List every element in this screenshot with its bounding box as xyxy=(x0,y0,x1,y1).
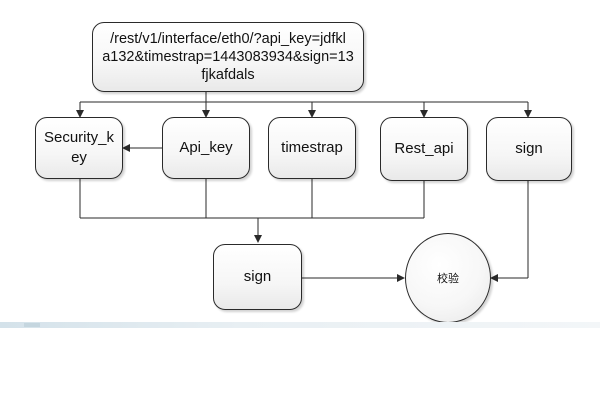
timestrap-label: timestrap xyxy=(281,139,343,156)
verify-node: 校验 xyxy=(405,233,491,323)
security-key-node: Security_k ey xyxy=(35,117,123,179)
url-node: /rest/v1/interface/eth0/?api_key=jdfkl a… xyxy=(92,22,364,92)
sign-bottom-label: sign xyxy=(243,268,272,285)
api-key-node: Api_key xyxy=(162,117,250,179)
api-key-label: Api_key xyxy=(179,139,233,156)
sign-top-node: sign xyxy=(486,117,572,181)
bottom-strip xyxy=(0,322,600,328)
verify-label: 校验 xyxy=(437,272,459,285)
timestrap-node: timestrap xyxy=(268,117,356,179)
rest-api-label: Rest_api xyxy=(394,140,454,157)
sign-top-label: sign xyxy=(515,140,543,157)
rest-api-node: Rest_api xyxy=(380,117,468,181)
sign-bottom-node: sign xyxy=(213,244,302,310)
url-line-2: a132&timestrap=1443083934&sign=13 xyxy=(102,49,354,65)
bottom-strip-tick xyxy=(24,323,40,327)
url-line-3: fjkafdals xyxy=(201,67,255,83)
security-key-label-line-1: Security_k xyxy=(43,129,115,146)
url-line-1: /rest/v1/interface/eth0/?api_key=jdfkl xyxy=(110,31,346,47)
security-key-label-line-2: ey xyxy=(71,149,87,166)
